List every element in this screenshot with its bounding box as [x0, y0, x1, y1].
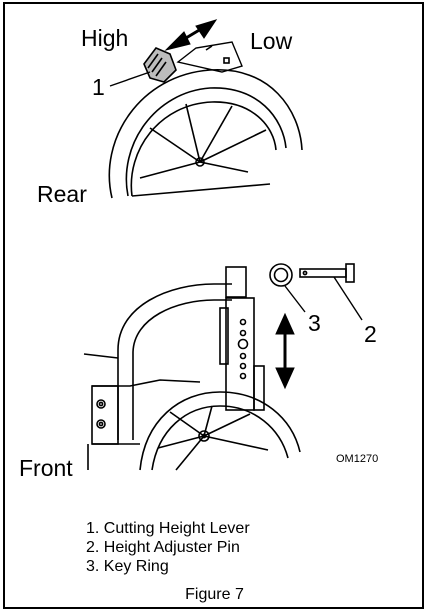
callout-3-leader — [284, 285, 306, 313]
front-hub — [198, 430, 210, 442]
label-high: High — [81, 25, 129, 51]
height-adjuster-column — [225, 297, 255, 411]
legend-item: 1. Cutting Height Lever — [86, 520, 250, 537]
label-low: Low — [250, 28, 293, 54]
figure-frame — [3, 2, 424, 609]
rear-tire-outer — [108, 69, 303, 199]
front-wheel-illustration — [83, 266, 301, 471]
rear-tire-inner — [125, 87, 287, 197]
label-front: Front — [19, 455, 73, 481]
height-sector-plate — [176, 41, 243, 73]
height-lever-knob — [143, 47, 177, 83]
height-adjuster-pin-illustration — [299, 263, 355, 283]
rear-hub — [195, 157, 205, 167]
label-rear: Rear — [37, 181, 87, 207]
callout-2: 2 — [364, 321, 377, 347]
callout-1: 1 — [92, 74, 105, 100]
callout-3: 3 — [308, 310, 321, 336]
legend-item: 3. Key Ring — [86, 558, 169, 575]
rear-wheel-illustration — [108, 41, 303, 199]
height-adjust-arrow — [275, 312, 295, 390]
callout-2-leader — [333, 276, 363, 321]
figure-caption: Figure 7 — [185, 586, 244, 603]
key-ring-illustration — [269, 263, 293, 287]
high-low-arrow — [164, 19, 218, 51]
parts-legend: 1. Cutting Height Lever 2. Height Adjust… — [86, 519, 250, 576]
rear-rim — [130, 101, 277, 197]
part-code: OM1270 — [336, 453, 379, 465]
callout-1-leader — [109, 71, 151, 87]
legend-item: 2. Height Adjuster Pin — [86, 539, 240, 556]
